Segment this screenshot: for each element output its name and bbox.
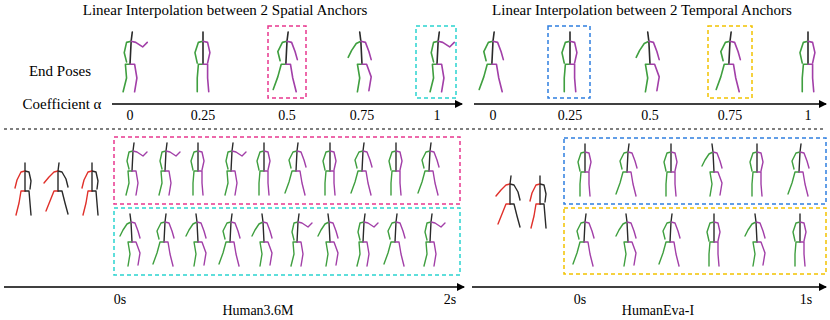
axis-label: 0.25 — [558, 108, 583, 124]
axis-label: Coefficient α — [21, 96, 104, 112]
axis-label: 0.5 — [278, 108, 296, 124]
axis-label: 1s — [800, 292, 812, 308]
axis-label: 1 — [805, 108, 812, 124]
panel-title: Linear Interpolation between 2 Spatial A… — [83, 2, 368, 18]
axis-label: 0.75 — [718, 108, 743, 124]
axis-label: 0 — [490, 108, 497, 124]
axis-label: 2s — [444, 292, 456, 308]
axis-label: End Poses — [29, 63, 91, 79]
axis-label: 0.75 — [350, 108, 375, 124]
panel-title: Linear Interpolation between 2 Temporal … — [492, 2, 792, 18]
axis-label: 1 — [434, 108, 441, 124]
axis-label: 0s — [574, 292, 586, 308]
dataset-name: HumanEva-I — [622, 303, 694, 319]
axis-label: 0.25 — [191, 108, 216, 124]
axis-label: 0.5 — [641, 108, 659, 124]
axis-label: 0 — [127, 108, 134, 124]
dataset-name: Human3.6M — [222, 303, 293, 319]
axis-label: 0s — [114, 292, 126, 308]
